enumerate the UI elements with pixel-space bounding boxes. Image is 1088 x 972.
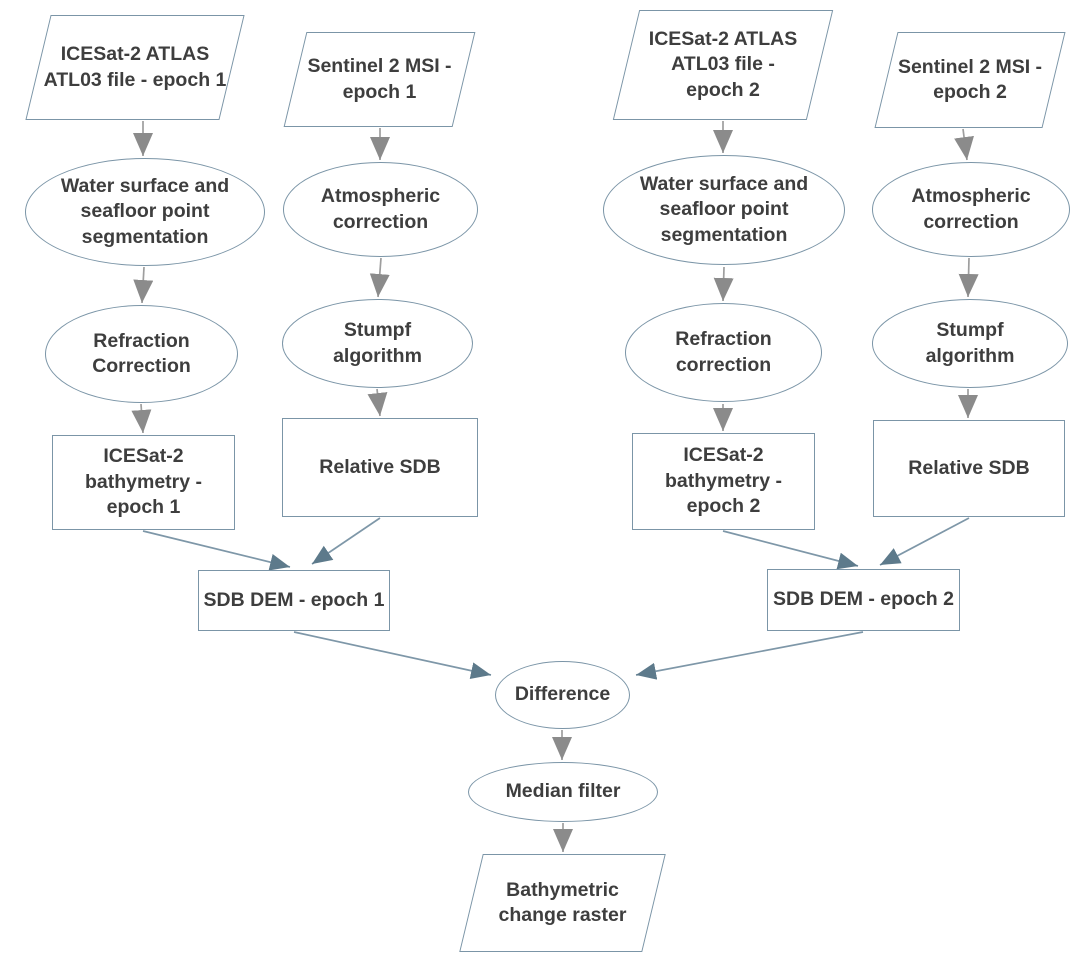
arrow-water-e2-to-refraction-e2 <box>713 266 734 302</box>
input-icesat-atl03-epoch1: ICESat-2 ATLAS ATL03 file - epoch 1 <box>25 15 245 120</box>
arrow-sentinel-e2-to-atmos-e2 <box>954 128 974 161</box>
arrow-dem-e1-to-difference <box>293 631 492 680</box>
output-icesat-bathymetry-epoch1: ICESat-2 bathymetry - epoch 1 <box>52 435 235 530</box>
process-difference: Difference <box>495 661 630 729</box>
process-atmospheric-correction-epoch1: Atmospheric correction <box>283 162 478 257</box>
node-label: Sentinel 2 MSI - epoch 2 <box>897 55 1043 103</box>
arrow-dem-e2-to-difference <box>635 631 864 680</box>
node-label: SDB DEM - epoch 1 <box>203 588 385 611</box>
input-sentinel2-msi-epoch2: Sentinel 2 MSI - epoch 2 <box>873 32 1067 128</box>
output-bathymetric-change-raster: Bathymetric change raster <box>458 854 667 952</box>
output-icesat-bathymetry-epoch2: ICESat-2 bathymetry - epoch 2 <box>632 433 815 530</box>
process-stumpf-algorithm-epoch2: Stumpf algorithm <box>872 299 1068 388</box>
node-label: Stumpf algorithm <box>333 319 422 367</box>
node-label: ICESat-2 bathymetry - epoch 1 <box>84 445 203 519</box>
output-relative-sdb-epoch2: Relative SDB <box>873 420 1065 517</box>
node-label: Stumpf algorithm <box>925 319 1015 367</box>
arrow-atmos-e1-to-stumpf-e1 <box>369 257 390 298</box>
arrow-stumpf-e1-to-relsdb-e1 <box>367 388 388 417</box>
node-label: ICESat-2 ATLAS ATL03 file - epoch 2 <box>648 27 798 101</box>
node-label: Sentinel 2 MSI - epoch 1 <box>307 55 452 103</box>
arrow-relsdb-e2-to-dem-e2 <box>879 517 970 566</box>
node-label: Relative SDB <box>319 455 441 478</box>
node-label: Refraction Correction <box>92 329 191 377</box>
arrow-refraction-e1-to-bathy-e1 <box>131 403 152 434</box>
node-label: Atmospheric correction <box>911 185 1031 233</box>
arrow-bathy-e2-to-dem-e2 <box>722 530 859 570</box>
arrow-water-e1-to-refraction-e1 <box>133 266 154 304</box>
node-label: ICESat-2 ATLAS ATL03 file - epoch 1 <box>43 43 227 91</box>
node-label: Difference <box>514 683 611 706</box>
input-icesat-atl03-epoch2: ICESat-2 ATLAS ATL03 file - epoch 2 <box>612 10 834 120</box>
arrow-relsdb-e1-to-dem-e1 <box>311 517 381 565</box>
process-refraction-correction-epoch2: Refraction correction <box>625 303 822 402</box>
process-water-seafloor-segmentation-epoch1: Water surface and seafloor point segment… <box>25 158 265 266</box>
node-label: ICESat-2 bathymetry - epoch 2 <box>664 444 783 518</box>
node-label: Water surface and seafloor point segment… <box>60 174 230 248</box>
node-label: SDB DEM - epoch 2 <box>773 588 954 611</box>
output-relative-sdb-epoch1: Relative SDB <box>282 418 478 517</box>
process-atmospheric-correction-epoch2: Atmospheric correction <box>872 162 1070 257</box>
node-label: Median filter <box>505 780 621 803</box>
node-label: Relative SDB <box>908 456 1030 479</box>
node-label: Water surface and seafloor point segment… <box>639 172 809 246</box>
node-label: Bathymetric change raster <box>498 878 627 926</box>
arrow-bathy-e1-to-dem-e1 <box>142 530 291 571</box>
process-water-seafloor-segmentation-epoch2: Water surface and seafloor point segment… <box>603 155 845 265</box>
output-sdb-dem-epoch1: SDB DEM - epoch 1 <box>198 570 390 631</box>
process-stumpf-algorithm-epoch1: Stumpf algorithm <box>282 299 473 388</box>
arrow-atmos-e2-to-stumpf-e2 <box>958 257 979 298</box>
process-median-filter: Median filter <box>468 762 658 822</box>
process-refraction-correction-epoch1: Refraction Correction <box>45 305 238 403</box>
input-sentinel2-msi-epoch1: Sentinel 2 MSI - epoch 1 <box>282 32 477 127</box>
node-label: Atmospheric correction <box>320 185 441 233</box>
node-label: Refraction correction <box>675 328 772 376</box>
output-sdb-dem-epoch2: SDB DEM - epoch 2 <box>767 569 960 631</box>
